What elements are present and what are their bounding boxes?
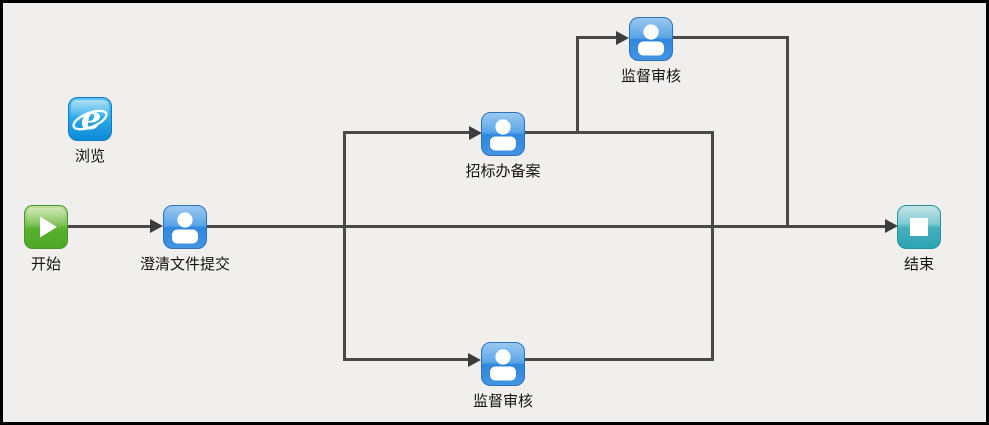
connector-supervise-top-down [786,36,789,228]
person-icon[interactable] [163,205,207,249]
connector-supervise-top-right [673,36,789,39]
node-label: 招标办备案 [465,162,541,180]
play-icon[interactable] [24,205,68,249]
arrowhead-into-supervise-top [616,31,629,45]
person-icon[interactable] [481,342,525,386]
node-start[interactable]: 开始 [0,205,106,273]
svg-text:e: e [81,99,101,137]
node-end[interactable]: 结束 [859,205,979,273]
connector-merge-vertical [711,131,714,361]
connector-bid-office-right [525,131,714,134]
node-label: 澄清文件提交 [139,255,230,273]
person-icon[interactable] [629,17,673,61]
connector-branch-to-bid-office [343,131,469,134]
connector-up-to-supervise-top [576,36,579,134]
connector-branch-to-supervise-bottom [343,358,468,361]
arrowhead-into-end [885,219,898,233]
node-label: 监督审核 [472,392,533,410]
connector-clarify-to-end [207,225,886,228]
ie-browser-icon[interactable]: e [68,97,112,141]
node-label: 浏览 [74,147,105,165]
connector-supervise-bottom-right [525,358,714,361]
node-supervise-bottom[interactable]: 监督审核 [443,342,563,410]
connector-branch-vertical [343,131,346,361]
arrowhead-into-bid-office [469,126,482,140]
node-supervise-top[interactable]: 监督审核 [591,17,711,85]
stop-icon[interactable] [897,205,941,249]
person-icon[interactable] [481,112,525,156]
node-label: 开始 [30,255,61,273]
node-bid-office[interactable]: 招标办备案 [443,112,563,180]
connector-start-to-clarify [68,225,151,228]
arrowhead-into-supervise-bottom [468,353,481,367]
node-label: 结束 [903,255,934,273]
node-browse[interactable]: e 浏览 [30,97,150,165]
connector-into-supervise-top [576,36,616,39]
arrowhead-into-clarify [150,219,163,233]
node-label: 监督审核 [620,67,681,85]
node-clarify[interactable]: 澄清文件提交 [125,205,245,273]
